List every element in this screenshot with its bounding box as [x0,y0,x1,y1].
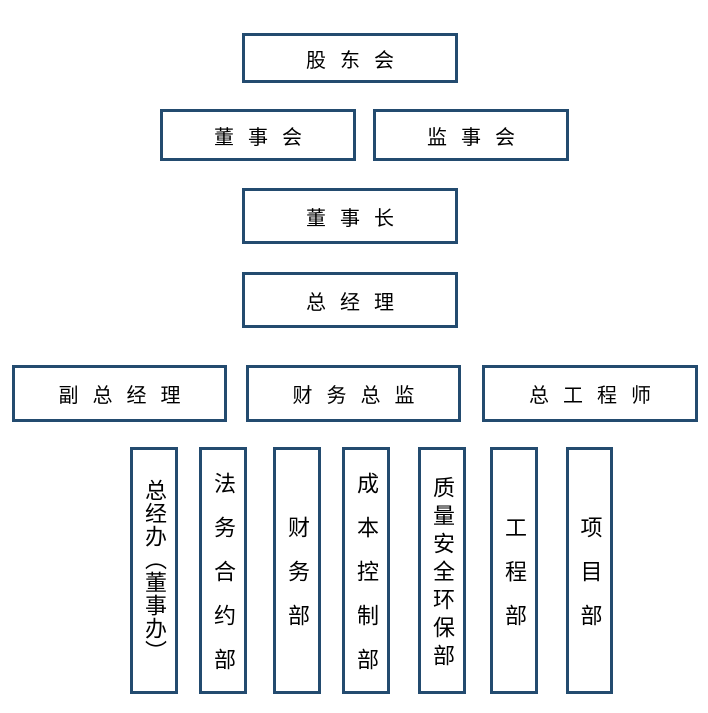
org-dept-label: 成本控制部 [354,471,379,692]
org-node-label: 董事会 [214,126,316,149]
org-dept-gm-office: 总经办（董事办） [130,447,178,694]
org-dept-quality-safety-environment: 质量安全环保部 [418,447,466,694]
org-node-label: 副总经理 [58,385,195,407]
org-dept-label: 法务合约部 [211,471,236,692]
org-node-chief-engineer: 总工程师 [482,365,698,422]
org-dept-label: 总经办（董事办） [142,479,167,663]
org-node-label: 监事会 [427,126,529,149]
org-node-board-of-directors: 董事会 [160,109,356,161]
org-dept-label: 工程部 [502,515,527,648]
org-dept-finance: 财务部 [273,447,321,694]
org-node-chairman: 董事长 [242,188,458,244]
org-node-supervisory-board: 监事会 [373,109,569,161]
org-node-general-manager: 总经理 [242,272,458,328]
org-dept-label: 质量安全环保部 [430,475,455,672]
org-node-label: 总经理 [306,291,408,314]
org-node-label: 财务总监 [292,385,429,407]
org-dept-label: 财务部 [285,515,310,648]
org-dept-cost-control: 成本控制部 [342,447,390,694]
org-dept-engineering: 工程部 [490,447,538,694]
org-dept-label: 项目部 [577,515,603,648]
org-node-label: 股东会 [306,49,408,72]
org-dept-project: 项目部 [566,447,613,694]
org-dept-legal-contract: 法务合约部 [199,447,247,694]
org-node-deputy-general-manager: 副总经理 [12,365,227,422]
org-node-label: 总工程师 [529,385,665,407]
org-node-finance-director: 财务总监 [246,365,461,422]
org-node-label: 董事长 [306,207,408,230]
org-node-shareholders-meeting: 股东会 [242,33,458,83]
